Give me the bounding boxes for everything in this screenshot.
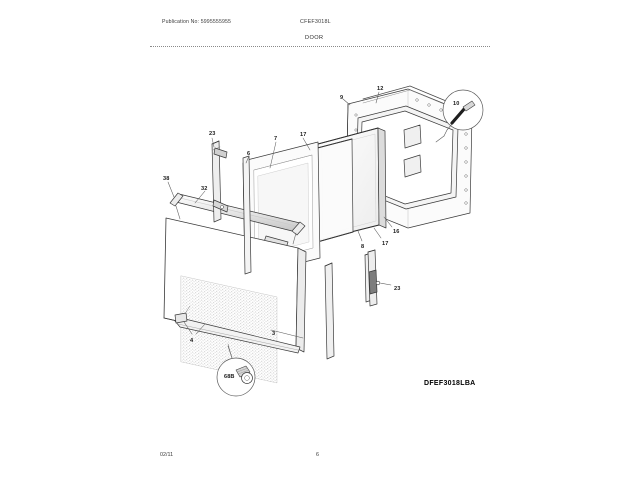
detail-circle-68b [216,345,256,397]
callout-4: 4 [190,338,194,344]
model-number: CFEF3018L [300,19,331,25]
callout-7: 7 [274,136,278,142]
callout-9: 9 [340,95,344,101]
callout-10: 10 [453,101,460,107]
footer-page-number: 6 [316,452,319,458]
publication-number: Publication No: 5995555955 [162,19,232,25]
door-handle [169,192,306,249]
callout-17-lower: 17 [382,241,389,247]
callout-12: 12 [377,86,384,92]
upper-hinge [211,140,229,223]
callout-23-lower: 23 [394,286,401,292]
callout-17-upper: 17 [300,132,307,138]
callout-32: 32 [201,186,208,192]
callout-68b: 68B [224,374,235,380]
bottom-trim-strip [174,312,301,354]
leader-lines [167,91,393,339]
callout-6: 6 [247,151,251,157]
diagram-code-label: DFEF3018LBA [424,380,476,387]
callout-23-upper: 23 [209,131,216,137]
header-divider [150,46,490,47]
side-trim-left [242,155,252,275]
right-vertical-trim [324,262,335,360]
page-title: DOOR [305,35,324,41]
callout-3: 3 [272,331,276,337]
lower-hinge [367,249,381,307]
callout-16: 16 [393,229,400,235]
callout-8: 8 [361,244,365,250]
callout-38: 38 [163,176,170,182]
footer-date: 02/11 [160,452,174,458]
detail-circle-10 [435,89,484,143]
